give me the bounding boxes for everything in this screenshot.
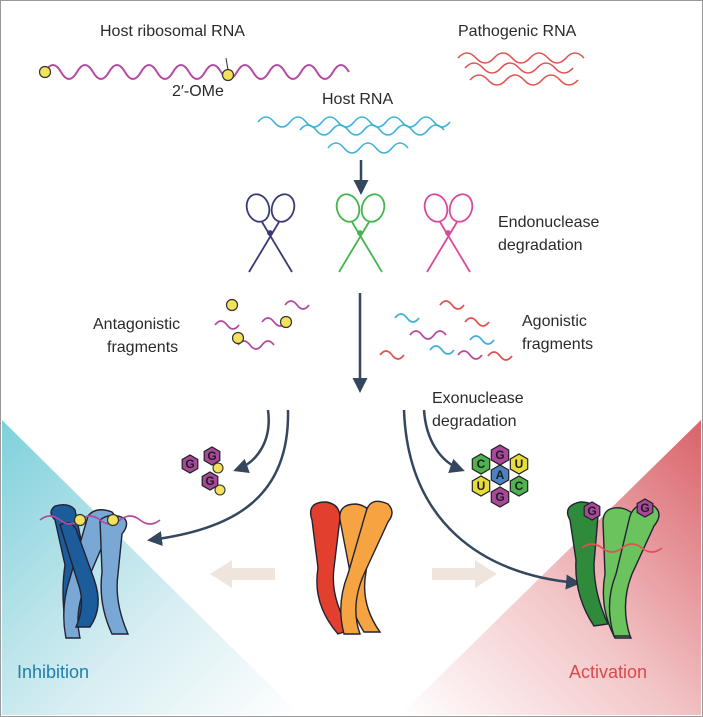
- cluster-modification-dot: [214, 484, 226, 496]
- fragment-modification-dot: [231, 331, 245, 345]
- nucleotide-hexagon: [509, 453, 529, 475]
- activation-background: [400, 420, 701, 715]
- bound-modification-dot: [106, 513, 120, 527]
- host-rna-strands: [257, 116, 451, 154]
- activated-receptor: [566, 501, 660, 639]
- nucleotide-letter: G: [207, 449, 216, 463]
- central-receptor: [309, 500, 393, 635]
- nucleotide-letter: G: [185, 457, 194, 471]
- label-exonuclease-line2: degradation: [432, 413, 517, 430]
- nucleotide-hexagon: [181, 454, 199, 474]
- fragment-modification-dot: [279, 315, 293, 329]
- nucleotide-hexagon: [509, 475, 529, 497]
- scissors-icon: [335, 193, 386, 273]
- inhibited-receptor: [50, 503, 130, 639]
- label-host-rna: Host RNA: [322, 91, 393, 108]
- nucleotide-letter: A: [496, 468, 505, 482]
- arrow-toward-inhibition: [210, 560, 275, 588]
- label-antagonistic-line2: fragments: [107, 339, 178, 356]
- nucleotide-hexagon: [471, 475, 491, 497]
- nucleotide-letter: G: [205, 474, 214, 488]
- nucleotide-letter: G: [495, 490, 504, 504]
- 2ome-modification-dot: [38, 65, 52, 79]
- nucleotide-hexagon: [490, 444, 510, 466]
- nucleotide-hexagon: [583, 501, 601, 521]
- arrow-toward-activation: [432, 560, 497, 588]
- label-endonuclease-line2: degradation: [498, 237, 583, 254]
- label-exonuclease-line1: Exonuclease: [432, 390, 524, 407]
- label-activation: Activation: [569, 662, 647, 682]
- arrow-to-activated-receptor: [402, 409, 581, 590]
- label-2ome: 2′-OMe: [172, 83, 224, 100]
- label-inhibition: Inhibition: [17, 662, 89, 682]
- nucleotide-hexagon: [471, 453, 491, 475]
- nucleotide-hexagon: [490, 486, 510, 508]
- cluster-modification-dot: [212, 462, 224, 474]
- label-pathogenic-rna: Pathogenic RNA: [458, 23, 577, 40]
- arrow-to-inhibited-receptor: [147, 409, 290, 546]
- agonistic-fragments: [379, 300, 513, 361]
- nucleotide-hexagon: [203, 446, 221, 466]
- inhibited-receptor-bound-rna: [39, 515, 161, 525]
- nucleotide-letter: G: [640, 501, 649, 515]
- nucleotide-letter: U: [477, 479, 486, 493]
- 2ome-modification-dot: [221, 68, 235, 82]
- arrow-to-g-cluster: [233, 409, 270, 473]
- bound-modification-dot: [73, 513, 87, 527]
- pathogenic-rna-strands: [457, 52, 585, 86]
- activated-receptor-bound-rna: [581, 543, 663, 553]
- scissors-icon: [423, 193, 474, 273]
- host-ribosomal-rna-strand: [44, 64, 350, 80]
- nucleotide-letter: C: [515, 479, 524, 493]
- nucleotide-letter: G: [587, 504, 596, 518]
- label-antagonistic-line1: Antagonistic: [93, 316, 180, 333]
- arrow-to-nucleotide-cluster: [422, 409, 465, 473]
- antagonist-nucleotide-cluster: GGG: [181, 446, 221, 491]
- nucleotide-letter: U: [515, 457, 524, 471]
- inhibition-background: [2, 420, 300, 715]
- fragment-modification-dot: [225, 298, 239, 312]
- nucleotide-hexagon: [490, 464, 510, 486]
- label-endonuclease-line1: Endonuclease: [498, 214, 600, 231]
- 2ome-leader-line: [225, 57, 229, 71]
- nucleotide-hexagon: [636, 498, 654, 518]
- label-agonistic-line2: fragments: [522, 336, 593, 353]
- nucleotide-letter: G: [495, 448, 504, 462]
- scissors-icon: [245, 193, 296, 273]
- nucleotide-letter: C: [477, 457, 486, 471]
- label-host-ribosomal-rna: Host ribosomal RNA: [100, 23, 245, 40]
- label-agonistic-line1: Agonistic: [522, 313, 587, 330]
